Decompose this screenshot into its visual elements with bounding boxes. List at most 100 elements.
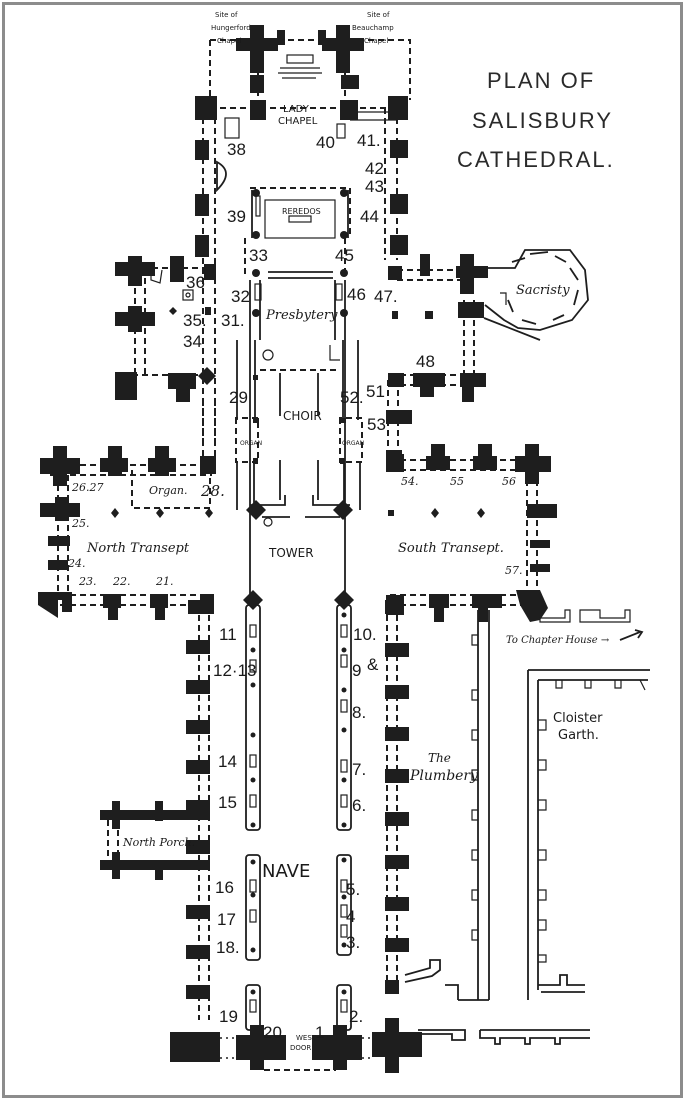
pillar-marker xyxy=(250,822,256,828)
number-55: 55 xyxy=(450,475,464,488)
number-34: 34 xyxy=(183,332,202,351)
number-5: 5. xyxy=(346,880,360,899)
tomb-marker xyxy=(249,999,257,1013)
number-47: 47. xyxy=(374,287,398,306)
number-11: 11 xyxy=(219,625,237,644)
number-24: 24. xyxy=(67,557,86,570)
tomb-marker xyxy=(249,659,257,673)
pillar-marker xyxy=(250,892,256,898)
number-4: 4 xyxy=(346,907,355,926)
number-29: 29 xyxy=(229,388,248,407)
chapter-house-label[interactable]: To Chapter House → xyxy=(506,635,610,646)
number-35: 35. xyxy=(183,311,207,330)
number-54: 54. xyxy=(401,475,419,488)
north-transept-walls xyxy=(38,446,216,620)
number-33: 33 xyxy=(249,246,268,265)
tomb-marker xyxy=(249,879,257,893)
number-40: 40 xyxy=(316,133,335,152)
pillar-marker xyxy=(341,857,347,863)
beauchamp-label-2: Beauchamp xyxy=(352,24,394,32)
number-23: 23. xyxy=(78,575,97,588)
pillar-marker xyxy=(250,647,256,653)
number-18: 18. xyxy=(216,938,240,957)
number-39: 39 xyxy=(227,207,246,226)
number-9: 9 xyxy=(352,661,361,680)
plumbery-label-2: Plumbery xyxy=(409,768,479,784)
cloister-garth-label-2: Garth. xyxy=(558,728,599,743)
beauchamp-label-1: Site of xyxy=(367,11,390,19)
south-transept-label: South Transept. xyxy=(398,541,504,556)
organ-left-label: ORGAN xyxy=(240,440,262,447)
sacristy-label: Sacristy xyxy=(516,283,570,298)
tomb-marker xyxy=(340,904,348,918)
presbytery-walls xyxy=(244,187,351,600)
organ-transept-label: Organ. xyxy=(149,484,187,497)
map-title: PLAN OF SALISBURY CATHEDRAL. xyxy=(457,68,615,172)
pillar-marker xyxy=(341,687,347,693)
pillar-marker xyxy=(250,859,256,865)
pillar-marker xyxy=(250,682,256,688)
hungerford-label-1: Site of xyxy=(215,11,238,19)
pillar-marker xyxy=(341,647,347,653)
number-25: 25. xyxy=(71,517,90,530)
number-20: 20 xyxy=(263,1023,282,1042)
number-56: 56 xyxy=(502,475,516,488)
tomb-marker xyxy=(340,699,348,713)
number-16: 16 xyxy=(215,878,234,897)
plumbery-label-1: The xyxy=(428,751,451,765)
number-32: 32 xyxy=(231,287,250,306)
number-15: 15 xyxy=(218,793,237,812)
pillar-marker xyxy=(341,942,347,948)
number-19: 19 xyxy=(219,1007,238,1026)
number-28: 28. xyxy=(200,482,225,500)
west-front xyxy=(170,1018,422,1073)
pillar-marker xyxy=(250,732,256,738)
south-transept-walls xyxy=(386,444,557,622)
number-14: 14 xyxy=(218,752,237,771)
number-48: 48 xyxy=(416,352,435,371)
pillar-marker xyxy=(250,947,256,953)
number-2: 2. xyxy=(349,1007,363,1026)
choir-label: CHOIR xyxy=(283,409,322,423)
tomb-marker xyxy=(249,754,257,768)
presbytery-label: Presbytery xyxy=(265,308,338,323)
number-8: 8. xyxy=(352,703,366,722)
number-53: 53 xyxy=(367,415,386,434)
number-22: 22. xyxy=(112,575,131,588)
tomb-marker xyxy=(340,879,348,893)
west-door-label-1: WEST xyxy=(296,1034,317,1042)
cloister-garth-label-1: Cloister xyxy=(553,711,603,726)
number-17: 17 xyxy=(217,910,236,929)
number-12-13: 12·13 xyxy=(213,661,256,680)
pillar-marker xyxy=(341,727,347,733)
nave-label: NAVE xyxy=(262,861,310,882)
nave-markers xyxy=(249,612,348,1013)
number-45: 45 xyxy=(335,246,354,265)
number-43: 43 xyxy=(365,177,384,196)
tomb-marker xyxy=(249,794,257,808)
west-door-label-2[interactable]: DOOR xyxy=(290,1044,311,1052)
number-9-ampersand: & xyxy=(367,655,379,674)
tomb-marker xyxy=(340,759,348,773)
number-36: 36 xyxy=(186,273,205,292)
north-transept-number-26-27: 26.27 xyxy=(71,481,104,494)
beauchamp-label-3: Chapel xyxy=(364,37,388,45)
pillar-marker xyxy=(341,989,347,995)
number-52: 52. xyxy=(340,388,364,407)
number-44: 44 xyxy=(360,207,379,226)
number-3: 3. xyxy=(346,933,360,952)
number-51: 51 xyxy=(366,382,385,401)
tomb-marker xyxy=(249,624,257,638)
tomb-marker xyxy=(340,794,348,808)
tomb-marker xyxy=(340,999,348,1013)
tomb-marker xyxy=(249,909,257,923)
number-7: 7. xyxy=(352,760,366,779)
number-10: 10. xyxy=(353,625,377,644)
pillar-marker xyxy=(341,612,347,618)
number-6: 6. xyxy=(352,796,366,815)
cloister-walls xyxy=(404,609,650,1045)
south-east-transept xyxy=(388,249,589,402)
north-porch-label: North Porch. xyxy=(122,836,195,849)
title-line-3: CATHEDRAL. xyxy=(457,147,615,172)
